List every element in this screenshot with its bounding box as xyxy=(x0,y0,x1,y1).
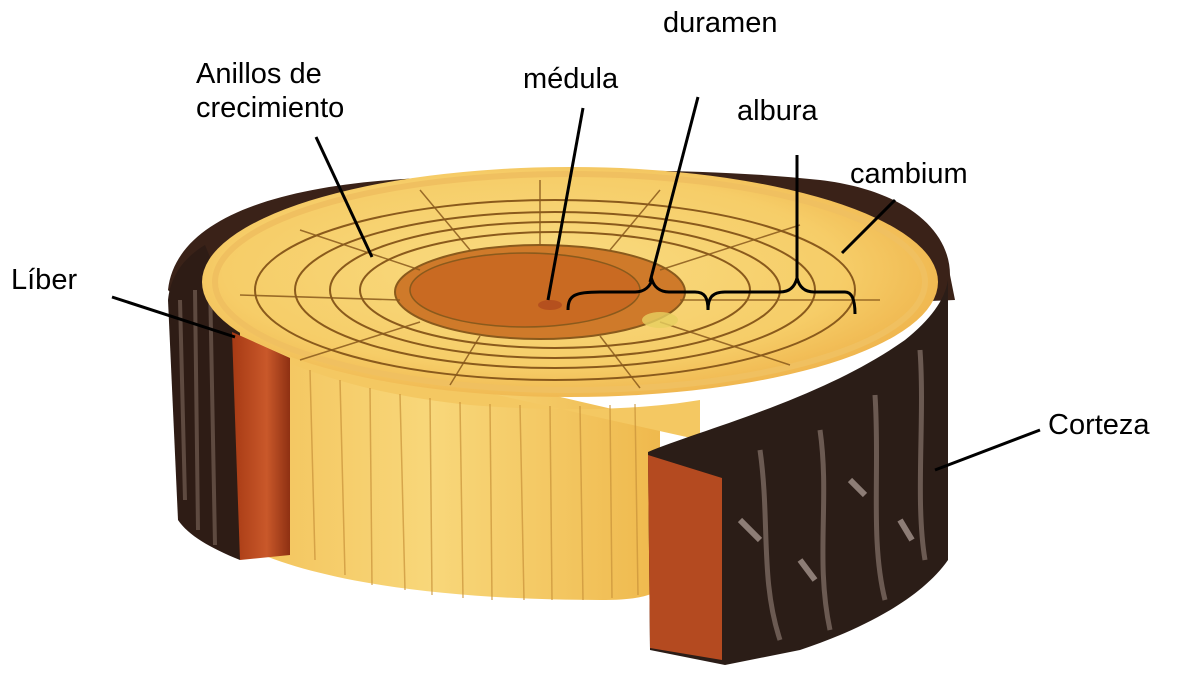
label-medula: médula xyxy=(523,62,618,96)
right-phloem xyxy=(648,455,722,660)
label-anillos-line2: crecimiento xyxy=(196,91,344,125)
heartwood-inner xyxy=(410,253,640,327)
label-anillos: Anillos de crecimiento xyxy=(196,57,344,125)
label-anillos-line1: Anillos de xyxy=(196,57,344,91)
left-phloem xyxy=(232,332,290,560)
label-liber: Líber xyxy=(11,263,77,297)
inner-accent xyxy=(642,312,678,328)
label-cambium: cambium xyxy=(850,157,968,191)
label-albura: albura xyxy=(737,94,818,128)
label-duramen: duramen xyxy=(663,6,777,40)
pith xyxy=(538,300,562,310)
corteza-leader xyxy=(935,430,1040,470)
label-corteza: Corteza xyxy=(1048,408,1150,442)
